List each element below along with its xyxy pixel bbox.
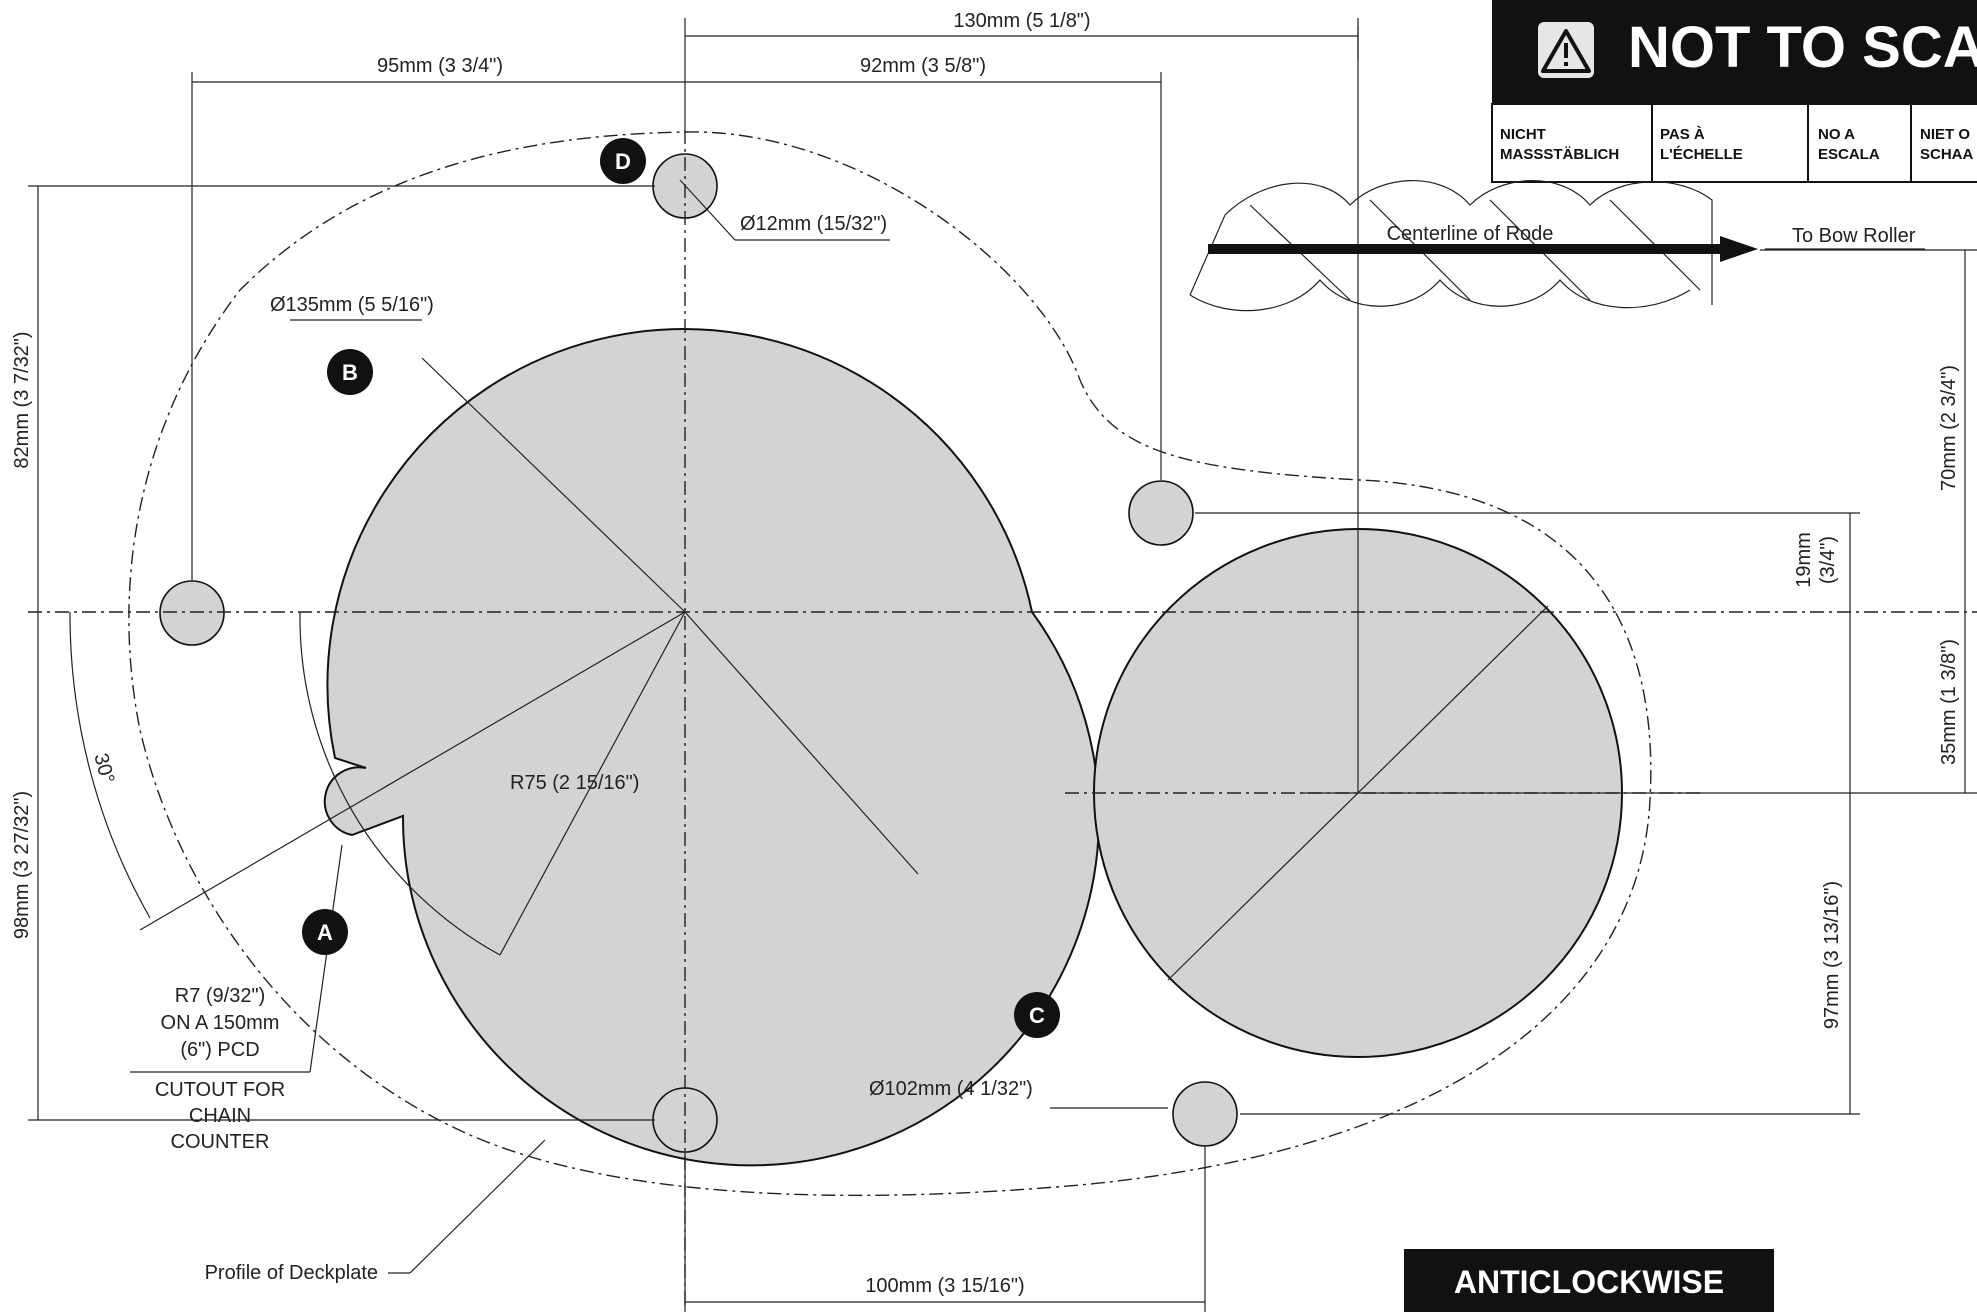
- dim-right-bottom: 97mm (3 13/16"): [1821, 881, 1843, 1029]
- not-to-scale-header: NOT TO SCA NICHT MASSSTÄBLICH PAS À L'ÉC…: [1491, 0, 1977, 183]
- label-cutout-purpose-1: CUTOUT FOR: [155, 1079, 285, 1101]
- dim-big-dia: Ø135mm (5 5/16"): [270, 294, 434, 316]
- label-to-bow-roller: To Bow Roller: [1792, 225, 1916, 247]
- translation-row: [1491, 103, 1977, 183]
- badge-a: A: [302, 909, 348, 955]
- dim-right-upper: 70mm (2 3/4"): [1938, 365, 1960, 491]
- badge-b: B: [327, 349, 373, 395]
- dim-bottom: 100mm (3 15/16"): [865, 1275, 1024, 1297]
- rope-graphic: [1189, 180, 1758, 312]
- dim-top-left: 95mm (3 3/4"): [377, 55, 503, 77]
- translation-de-2: MASSSTÄBLICH: [1500, 146, 1619, 163]
- label-cutout-purpose-3: COUNTER: [171, 1131, 270, 1153]
- dim-right-lower: 35mm (1 3/8"): [1938, 639, 1960, 765]
- large-disc: [323, 327, 1100, 1167]
- translation-fr-1: PAS À: [1660, 126, 1705, 143]
- dim-small-dia: Ø102mm (4 1/32"): [869, 1078, 1033, 1100]
- translation-nl-2: SCHAA: [1920, 146, 1974, 163]
- svg-text:C: C: [1029, 1003, 1045, 1028]
- label-cutout-radius-1: R7 (9/32"): [175, 985, 265, 1007]
- dim-hole-dia: Ø12mm (15/32"): [740, 213, 887, 235]
- badge-d: D: [600, 138, 646, 184]
- translation-nl-1: NIET O: [1920, 126, 1970, 143]
- dim-top-overall: 130mm (5 1/8"): [953, 10, 1090, 32]
- translation-es-2: ESCALA: [1818, 146, 1880, 163]
- dim-right-mid-a: 19mm: [1793, 532, 1815, 588]
- dim-right-mid-b: (3/4"): [1817, 536, 1839, 584]
- translation-es-1: NO A: [1818, 126, 1855, 143]
- svg-text:B: B: [342, 360, 358, 385]
- warning-triangle-icon: [1538, 22, 1594, 78]
- hole-right-lower: [1172, 1081, 1238, 1147]
- svg-text:D: D: [615, 149, 631, 174]
- deckplate-profile: [128, 131, 1652, 1197]
- label-profile: Profile of Deckplate: [205, 1262, 378, 1284]
- direction-label: ANTICLOCKWISE: [1454, 1264, 1724, 1300]
- dim-top-right: 92mm (3 5/8"): [860, 55, 986, 77]
- dim-angle: 30°: [89, 751, 118, 786]
- translation-fr-2: L'ÉCHELLE: [1660, 146, 1743, 163]
- svg-text:A: A: [317, 920, 333, 945]
- label-centerline-rode: Centerline of Rode: [1387, 223, 1554, 245]
- badge-c: C: [1014, 992, 1060, 1038]
- hole-right-upper: [1128, 480, 1194, 546]
- translation-de-1: NICHT: [1500, 126, 1546, 143]
- dim-left-upper: 82mm (3 7/32"): [11, 331, 33, 468]
- hole-left: [159, 580, 225, 646]
- dim-left-lower: 98mm (3 27/32"): [11, 791, 33, 939]
- label-cutout-radius-3: (6") PCD: [180, 1039, 259, 1061]
- extension-lines: [28, 18, 1977, 1312]
- dim-radius: R75 (2 15/16"): [510, 772, 639, 794]
- label-cutout-purpose-2: CHAIN: [189, 1105, 251, 1127]
- header-title: NOT TO SCA: [1628, 15, 1977, 80]
- label-cutout-radius-2: ON A 150mm: [161, 1012, 280, 1034]
- direction-box: [1404, 1249, 1774, 1312]
- dimension-lines: [37, 35, 1966, 1303]
